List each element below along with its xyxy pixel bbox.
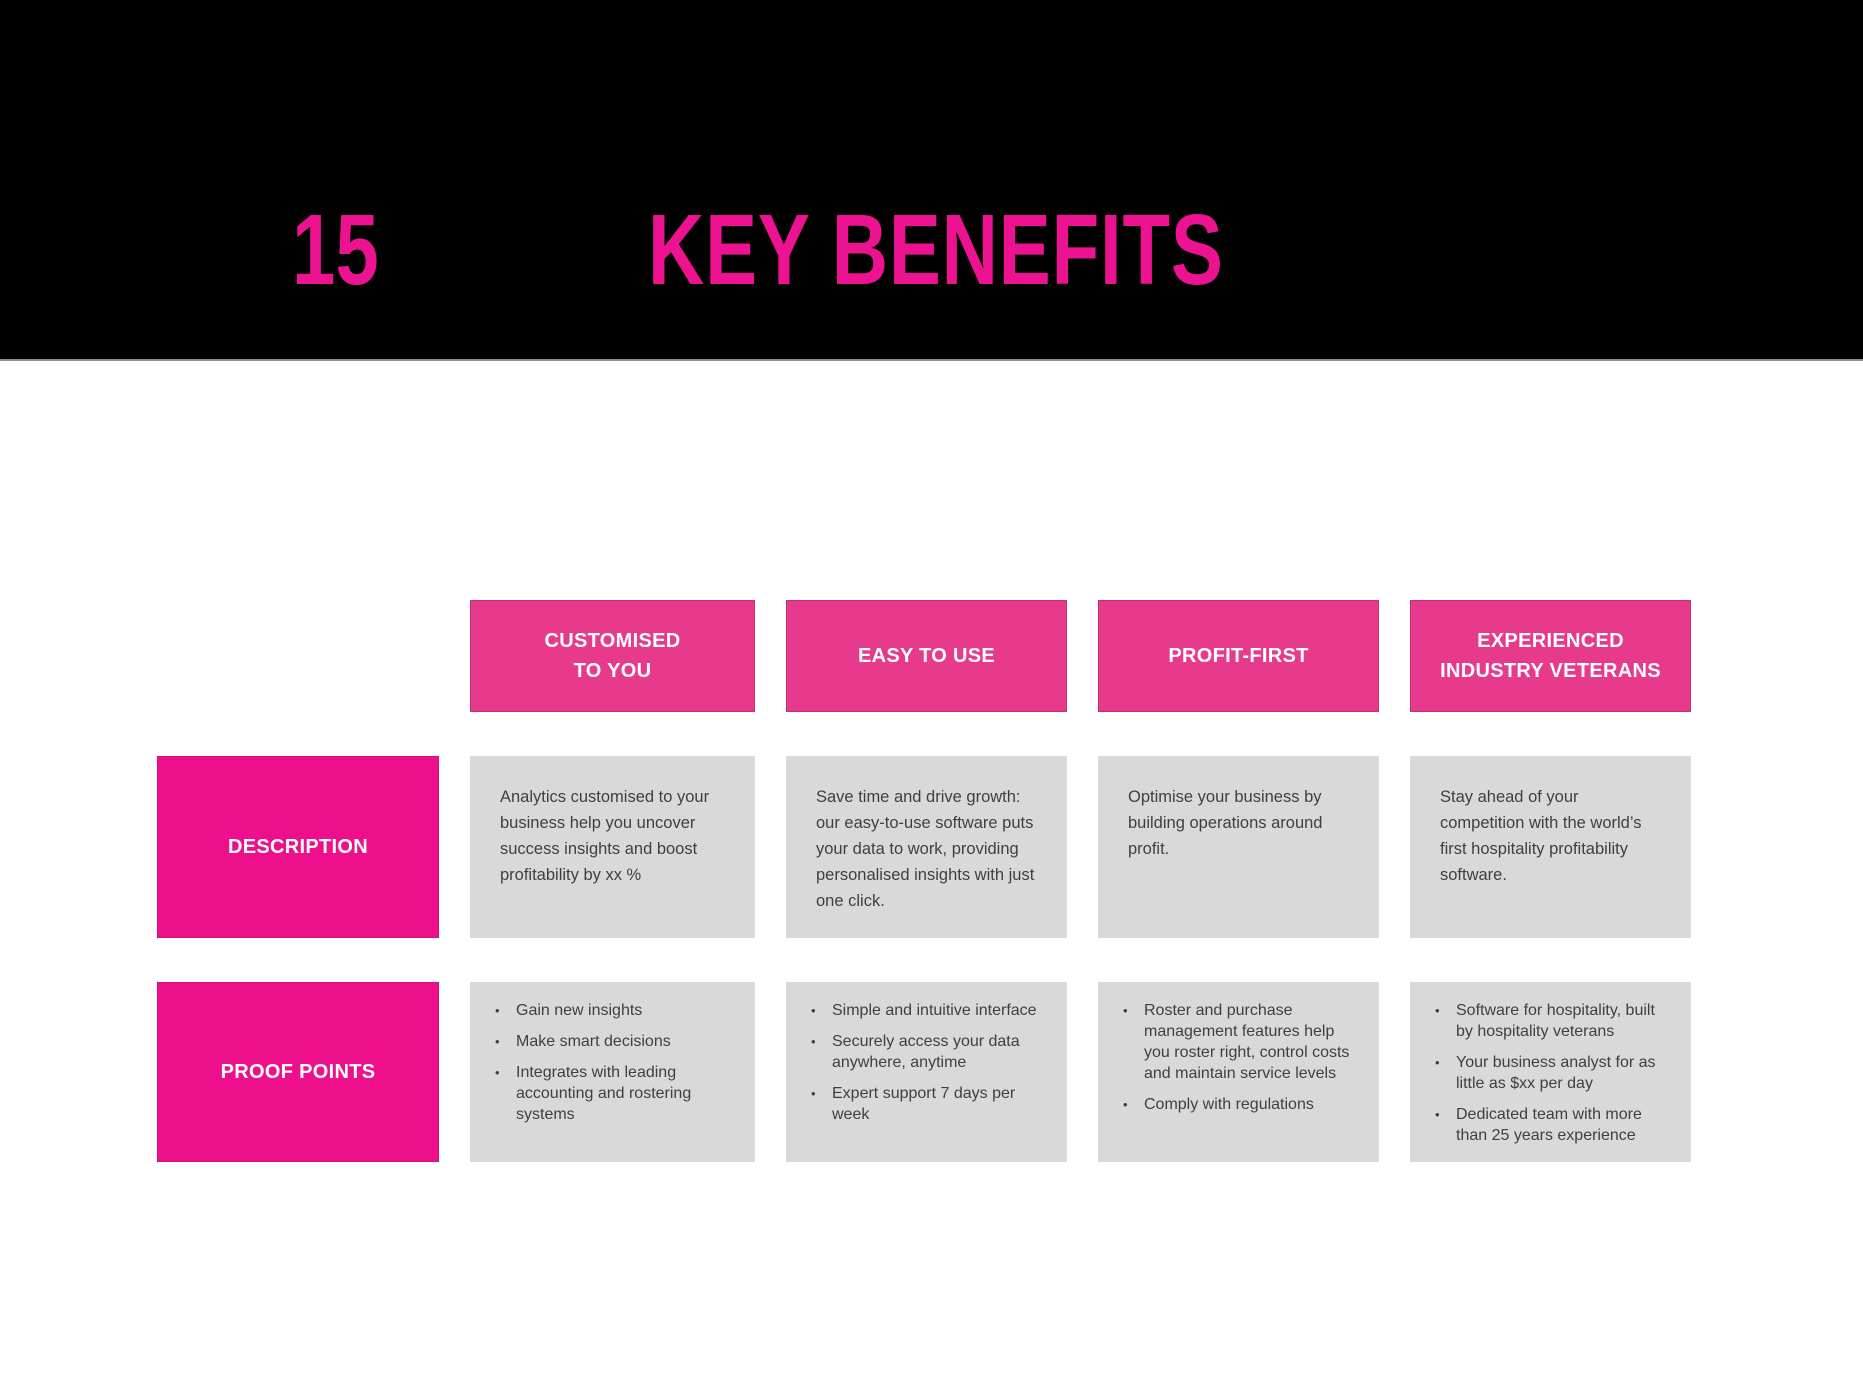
- header-bar: 15 KEY BENEFITS: [0, 0, 1863, 361]
- bullet-item: Software for hospitality, built by hospi…: [1428, 1000, 1675, 1042]
- benefits-table: CUSTOMISED TO YOU EASY TO USE PROFIT-FIR…: [157, 600, 1691, 1162]
- bullet-item: Dedicated team with more than 25 years e…: [1428, 1104, 1675, 1146]
- bullet-list: Roster and purchase management features …: [1116, 1000, 1363, 1115]
- bullet-list: Simple and intuitive interfaceSecurely a…: [804, 1000, 1051, 1125]
- slide-number: 15: [292, 194, 379, 306]
- bullet-item: Make smart decisions: [488, 1031, 739, 1052]
- row-label-description: DESCRIPTION: [157, 756, 439, 938]
- column-header-easy-to-use: EASY TO USE: [786, 600, 1067, 712]
- bullet-item: Comply with regulations: [1116, 1094, 1363, 1115]
- proof-points-cell: Gain new insightsMake smart decisionsInt…: [470, 982, 755, 1162]
- bullet-item: Roster and purchase management features …: [1116, 1000, 1363, 1084]
- slide-title: KEY BENEFITS: [648, 194, 1224, 306]
- proof-points-cell: Roster and purchase management features …: [1098, 982, 1379, 1162]
- bullet-item: Integrates with leading accounting and r…: [488, 1062, 739, 1125]
- description-cell: Optimise your business by building opera…: [1098, 756, 1379, 938]
- bullet-list: Software for hospitality, built by hospi…: [1428, 1000, 1675, 1146]
- description-cell: Save time and drive growth: our easy-to-…: [786, 756, 1067, 938]
- bullet-item: Your business analyst for as little as $…: [1428, 1052, 1675, 1094]
- bullet-item: Simple and intuitive interface: [804, 1000, 1051, 1021]
- proof-points-cell: Simple and intuitive interfaceSecurely a…: [786, 982, 1067, 1162]
- column-header-profit-first: PROFIT-FIRST: [1098, 600, 1379, 712]
- proof-points-cell: Software for hospitality, built by hospi…: [1410, 982, 1691, 1162]
- column-header-experienced-industry-veterans: EXPERIENCED INDUSTRY VETERANS: [1410, 600, 1691, 712]
- row-label-proof-points: PROOF POINTS: [157, 982, 439, 1162]
- description-cell: Stay ahead of your competition with the …: [1410, 756, 1691, 938]
- bullet-item: Gain new insights: [488, 1000, 739, 1021]
- description-cell: Analytics customised to your business he…: [470, 756, 755, 938]
- bullet-item: Securely access your data anywhere, anyt…: [804, 1031, 1051, 1073]
- column-header-customised-to-you: CUSTOMISED TO YOU: [470, 600, 755, 712]
- bullet-item: Expert support 7 days per week: [804, 1083, 1051, 1125]
- bullet-list: Gain new insightsMake smart decisionsInt…: [488, 1000, 739, 1125]
